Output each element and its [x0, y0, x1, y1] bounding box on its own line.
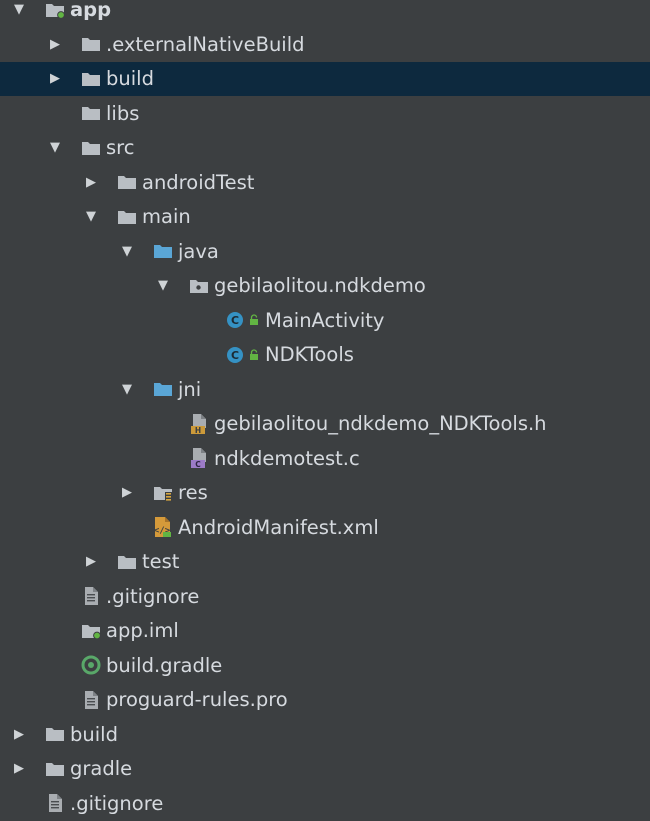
tree-item-label: libs [106, 101, 140, 125]
module-folder-icon [44, 0, 66, 27]
tree-row[interactable]: C NDKTools [0, 338, 650, 372]
tree-item-label: src [106, 136, 135, 159]
expand-arrow-right-icon[interactable]: ▶ [86, 174, 96, 190]
expand-arrow-down-icon[interactable]: ▼ [14, 2, 24, 18]
tree-row[interactable]: .gitignore [0, 787, 650, 821]
tree-row[interactable]: ▼ jni [0, 373, 650, 407]
svg-text:C: C [195, 460, 201, 469]
tree-row[interactable]: ▼ src [0, 131, 650, 165]
text-file-icon [80, 580, 102, 614]
tree-row[interactable]: proguard-rules.pro [0, 683, 650, 717]
folder-icon [116, 166, 138, 200]
tree-row[interactable]: app.iml [0, 614, 650, 648]
tree-item-label: .gitignore [70, 791, 164, 815]
svg-text:C: C [231, 314, 239, 327]
h-file-icon: H [188, 407, 210, 441]
lock-icon [248, 338, 260, 372]
gradle-file-icon [80, 649, 102, 683]
folder-icon [116, 545, 138, 579]
text-file-icon [44, 787, 66, 821]
iml-file-icon [80, 614, 102, 648]
expand-arrow-down-icon[interactable]: ▼ [122, 243, 132, 259]
tree-item-label: .gitignore [106, 584, 200, 608]
tree-row[interactable]: ▶ res [0, 476, 650, 510]
c-file-icon: C [188, 442, 210, 476]
tree-row[interactable]: libs [0, 97, 650, 131]
source-folder-icon [152, 373, 174, 407]
tree-item-label: gebilaolitou_ndkdemo_NDKTools.h [214, 412, 547, 435]
folder-icon [44, 752, 66, 786]
tree-item-label: build [106, 67, 154, 90]
tree-item-label: ndkdemotest.c [214, 446, 360, 470]
tree-row[interactable]: .gitignore [0, 580, 650, 614]
class-icon: C [224, 304, 246, 338]
source-folder-icon [152, 235, 174, 269]
tree-item-label: app [70, 0, 112, 21]
expand-arrow-right-icon[interactable]: ▶ [50, 71, 60, 87]
tree-row[interactable]: ▼ java [0, 235, 650, 269]
lock-icon [248, 304, 260, 338]
expand-arrow-down-icon[interactable]: ▼ [158, 278, 168, 294]
svg-text:</>: </> [154, 526, 171, 536]
expand-arrow-right-icon[interactable]: ▶ [14, 761, 24, 777]
expand-arrow-right-icon[interactable]: ▶ [50, 36, 60, 52]
expand-arrow-right-icon[interactable]: ▶ [14, 726, 24, 742]
text-file-icon [80, 683, 102, 717]
tree-row[interactable]: ▼ main [0, 200, 650, 234]
tree-item-label: AndroidManifest.xml [178, 515, 379, 539]
svg-text:H: H [195, 426, 201, 435]
tree-row[interactable]: ▶ androidTest [0, 166, 650, 200]
resource-folder-icon [152, 476, 174, 510]
tree-item-label: NDKTools [265, 343, 354, 366]
folder-icon [80, 97, 102, 131]
manifest-file-icon: </> [152, 511, 174, 545]
class-icon: C [224, 338, 246, 372]
tree-item-label: res [178, 481, 208, 504]
folder-icon [116, 200, 138, 234]
expand-arrow-right-icon[interactable]: ▶ [86, 554, 96, 570]
tree-item-label: MainActivity [265, 308, 385, 332]
tree-row[interactable]: build.gradle [0, 649, 650, 683]
expand-arrow-down-icon[interactable]: ▼ [86, 209, 96, 225]
tree-row[interactable]: ▶ gradle [0, 752, 650, 786]
tree-row[interactable]: </> AndroidManifest.xml [0, 511, 650, 545]
tree-item-label: jni [178, 377, 202, 401]
tree-item-label: build.gradle [106, 653, 223, 677]
tree-item-label: app.iml [106, 619, 179, 642]
tree-item-label: androidTest [142, 170, 255, 194]
tree-row[interactable]: ▼ app [0, 0, 650, 27]
tree-row[interactable]: ▼ gebilaolitou.ndkdemo [0, 269, 650, 303]
expand-arrow-right-icon[interactable]: ▶ [122, 485, 132, 501]
expand-arrow-down-icon[interactable]: ▼ [50, 140, 60, 156]
folder-icon [44, 718, 66, 752]
tree-row[interactable]: ▶ test [0, 545, 650, 579]
tree-row[interactable]: C MainActivity [0, 304, 650, 338]
svg-text:C: C [231, 349, 239, 362]
expand-arrow-down-icon[interactable]: ▼ [122, 381, 132, 397]
tree-row[interactable]: ▶ build [0, 718, 650, 752]
tree-item-label: proguard-rules.pro [106, 688, 288, 711]
package-icon [188, 269, 210, 303]
folder-icon [80, 62, 102, 96]
tree-item-label: build [70, 722, 118, 746]
tree-row[interactable]: ▶ .externalNativeBuild [0, 28, 650, 62]
tree-item-label: .externalNativeBuild [106, 32, 305, 56]
tree-item-label: main [142, 205, 191, 228]
tree-row[interactable]: ▶ build [0, 62, 650, 96]
tree-item-label: test [142, 550, 180, 573]
folder-icon [80, 28, 102, 62]
tree-item-label: gebilaolitou.ndkdemo [214, 274, 426, 297]
tree-item-label: gradle [70, 757, 133, 780]
folder-icon [80, 131, 102, 165]
tree-item-label: java [178, 239, 219, 263]
